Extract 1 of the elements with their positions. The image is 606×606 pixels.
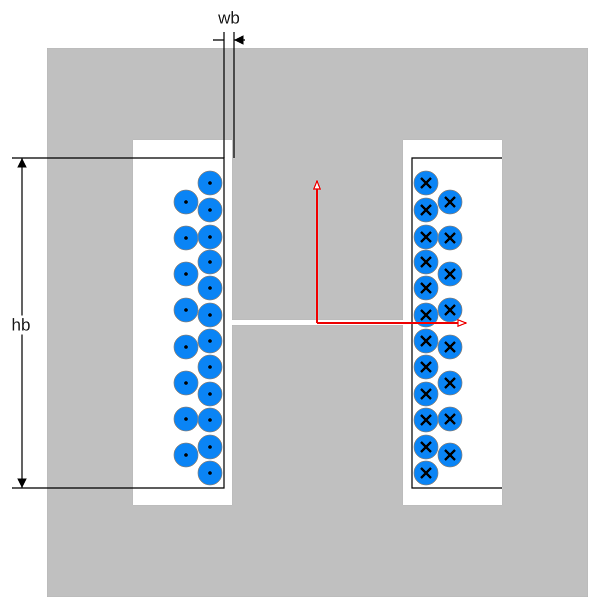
dimension-label: hb (12, 316, 30, 334)
